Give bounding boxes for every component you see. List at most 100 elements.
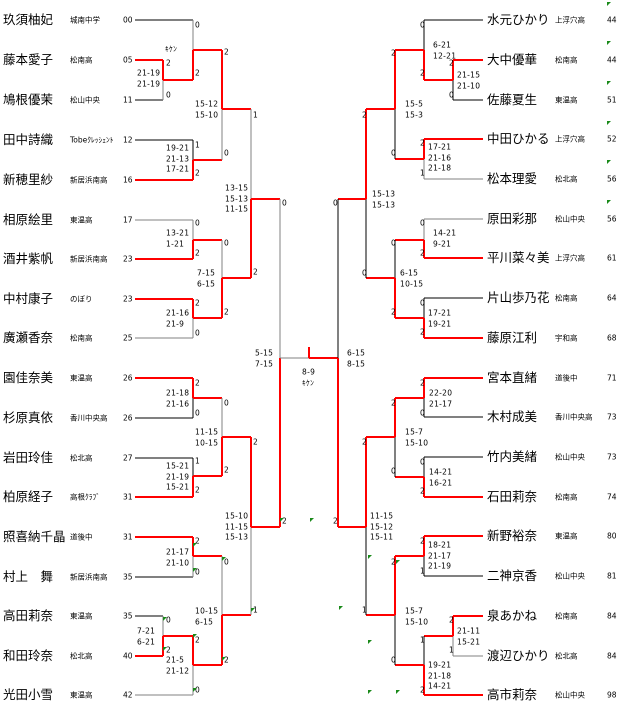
game-score: 15-10 xyxy=(405,437,429,447)
player-school: 香川中央高 xyxy=(555,412,593,422)
match-point: 1 xyxy=(362,605,367,615)
match-point: 2 xyxy=(224,307,229,317)
player-name: 大中優華 xyxy=(487,51,538,67)
player-seed: 81 xyxy=(607,571,617,581)
game-score: 10-15 xyxy=(195,606,219,616)
player-seed: 31 xyxy=(123,492,133,502)
game-score: 15-5 xyxy=(405,99,424,109)
game-score: 21-13 xyxy=(166,153,190,163)
game-score: 21-15 xyxy=(457,70,481,80)
player-name: 高市莉奈 xyxy=(487,686,538,702)
player-school: のぼり xyxy=(70,294,93,304)
player-school: 上浮穴高 xyxy=(555,134,585,144)
match-point: 0 xyxy=(224,148,229,158)
match-point: 1 xyxy=(420,566,425,576)
match-point: 2 xyxy=(224,47,229,57)
player-school: 上浮穴高 xyxy=(555,253,585,263)
player-school: 新居浜南高 xyxy=(70,175,108,185)
game-score: 14-21 xyxy=(429,467,453,477)
match-point: 2 xyxy=(195,68,200,78)
game-score: 7-15 xyxy=(197,268,216,278)
match-point: 2 xyxy=(224,655,229,665)
match-point: 2 xyxy=(333,516,338,526)
game-score: 13-21 xyxy=(166,228,190,238)
match-point: 0 xyxy=(420,298,425,308)
player-name: 石田莉奈 xyxy=(487,488,538,504)
game-score: 7-21 xyxy=(137,626,156,636)
match-point: 2 xyxy=(224,465,229,475)
player-name: 相原絵里 xyxy=(3,211,54,227)
match-point: 0 xyxy=(224,557,229,567)
player-seed: 26 xyxy=(123,413,133,423)
match-point: 2 xyxy=(253,267,258,277)
match-point: 0 xyxy=(420,20,425,30)
match-point: 2 xyxy=(420,248,425,258)
player-seed: 44 xyxy=(607,15,617,25)
game-score: 11-15 xyxy=(370,511,394,521)
player-seed: 27 xyxy=(123,453,133,463)
match-point: 0 xyxy=(391,238,396,248)
player-school: 東温高 xyxy=(70,690,93,700)
match-point: 2 xyxy=(449,615,454,625)
match-point: 2 xyxy=(195,536,200,546)
player-school: 松南高 xyxy=(555,611,578,621)
game-score: 6-15 xyxy=(195,616,214,626)
player-seed: 84 xyxy=(607,611,617,621)
match-point: 2 xyxy=(282,516,287,526)
game-score: 13-15 xyxy=(225,183,249,193)
player-name: 片山歩乃花 xyxy=(487,289,550,305)
player-seed: 05 xyxy=(123,55,133,65)
flag-icon xyxy=(607,200,611,204)
game-score: 9-21 xyxy=(433,238,452,248)
player-seed: 12 xyxy=(123,135,133,145)
player-school: 松南高 xyxy=(555,55,578,65)
player-name: 新野裕奈 xyxy=(487,527,538,543)
player-name: 原田彩那 xyxy=(487,210,538,226)
player-school: 松北高 xyxy=(555,174,578,184)
game-score: 21-16 xyxy=(166,398,190,408)
game-score: 21-16 xyxy=(166,308,190,318)
game-score: 15-10 xyxy=(405,616,429,626)
game-score: 11-15 xyxy=(225,521,249,531)
flag-icon xyxy=(396,560,400,564)
game-score: 6-15 xyxy=(197,278,216,288)
match-point: 0 xyxy=(391,148,396,158)
player-school: 松山中央 xyxy=(555,690,585,700)
match-point: 2 xyxy=(420,68,425,78)
game-score: 6-15 xyxy=(400,268,419,278)
player-seed: 73 xyxy=(607,452,617,462)
game-score: 11-15 xyxy=(225,204,249,214)
game-score: ｷｹﾝ xyxy=(302,377,315,387)
game-score: 15-13 xyxy=(225,193,249,203)
player-school: 松北高 xyxy=(555,651,578,661)
player-name: 平川菜々美 xyxy=(487,249,550,265)
player-seed: 23 xyxy=(123,294,133,304)
player-seed: 80 xyxy=(607,531,617,541)
flag-icon xyxy=(251,608,255,612)
game-score: 15-21 xyxy=(457,636,481,646)
flag-icon xyxy=(607,160,611,164)
game-score: 21-9 xyxy=(166,318,185,328)
game-score: 6-15 xyxy=(347,348,366,358)
player-name: 泉あかね xyxy=(487,607,538,623)
match-point: 2 xyxy=(362,437,367,447)
match-point: 0 xyxy=(224,238,229,248)
player-seed: 56 xyxy=(607,214,617,224)
player-school: 東温高 xyxy=(70,215,93,225)
match-point: 2 xyxy=(253,437,258,447)
player-name: 二神京香 xyxy=(487,567,538,583)
game-score: 15-7 xyxy=(405,606,424,616)
player-name: 和田玲奈 xyxy=(3,647,54,663)
flag-icon xyxy=(607,2,611,6)
match-point: 0 xyxy=(391,466,396,476)
match-point: 0 xyxy=(333,198,338,208)
player-name: 照喜納千晶 xyxy=(3,528,66,544)
player-name: 玖須柚妃 xyxy=(3,11,54,27)
player-seed: 84 xyxy=(607,651,617,661)
game-score: 21-19 xyxy=(137,78,161,88)
game-score: 21-10 xyxy=(457,80,481,90)
game-score: 21-12 xyxy=(166,665,190,675)
player-school: 宇和高 xyxy=(555,333,578,343)
flag-icon xyxy=(368,640,372,644)
match-point: 2 xyxy=(420,327,425,337)
